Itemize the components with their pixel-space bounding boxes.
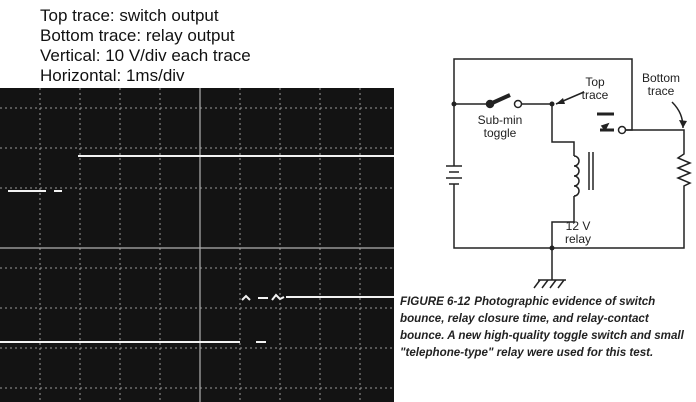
legend-bottom-trace: Bottom trace: relay output: [40, 26, 235, 45]
junction-dot: [451, 101, 457, 107]
battery-wire-bottom: [453, 184, 685, 249]
top-trace-label: Top trace: [581, 75, 609, 102]
bottom-trace-label: Bottom trace: [641, 71, 680, 98]
top-wire: [453, 58, 633, 110]
relay-coil-symbol: [573, 152, 594, 197]
scope-screen: [0, 88, 394, 402]
legend-top-trace: Top trace: switch output: [40, 6, 219, 25]
relay-contacts-symbol: [597, 110, 685, 144]
toggle-switch-symbol: [485, 93, 523, 109]
junction-dot: [549, 101, 555, 107]
scope-graticule: [0, 88, 394, 402]
caption-text: Photographic evidence of switch bounce, …: [400, 295, 684, 359]
scope-center-axes: [0, 88, 394, 402]
coil-to-ground-wire: [551, 196, 575, 280]
battery-symbol: [446, 165, 462, 185]
legend-vertical-scale: Vertical: 10 V/div each trace: [40, 46, 251, 65]
arrowhead: [556, 98, 565, 104]
junction-dot: [549, 245, 555, 251]
oscilloscope-photo: [0, 88, 394, 402]
switch-to-relay-wire: [522, 103, 575, 156]
figure-number: FIGURE 6-12: [400, 295, 471, 308]
legend-horizontal-scale: Horizontal: 1ms/div: [40, 66, 185, 85]
test-circuit-diagram: Top trace Bottom trace Sub-min toggle 12…: [432, 44, 696, 294]
oscilloscope-legend: Top trace: switch output Bottom trace: r…: [40, 6, 251, 86]
load-resistor-symbol: [676, 144, 692, 192]
arrowhead: [679, 120, 687, 128]
ground-symbol: [533, 279, 566, 289]
relay-label: 12 V relay: [564, 219, 591, 246]
scope-trace-top: [8, 155, 394, 192]
schematic: [446, 58, 692, 289]
toggle-switch-label: Sub-min toggle: [477, 113, 523, 140]
scope-trace-bottom: [0, 293, 394, 343]
